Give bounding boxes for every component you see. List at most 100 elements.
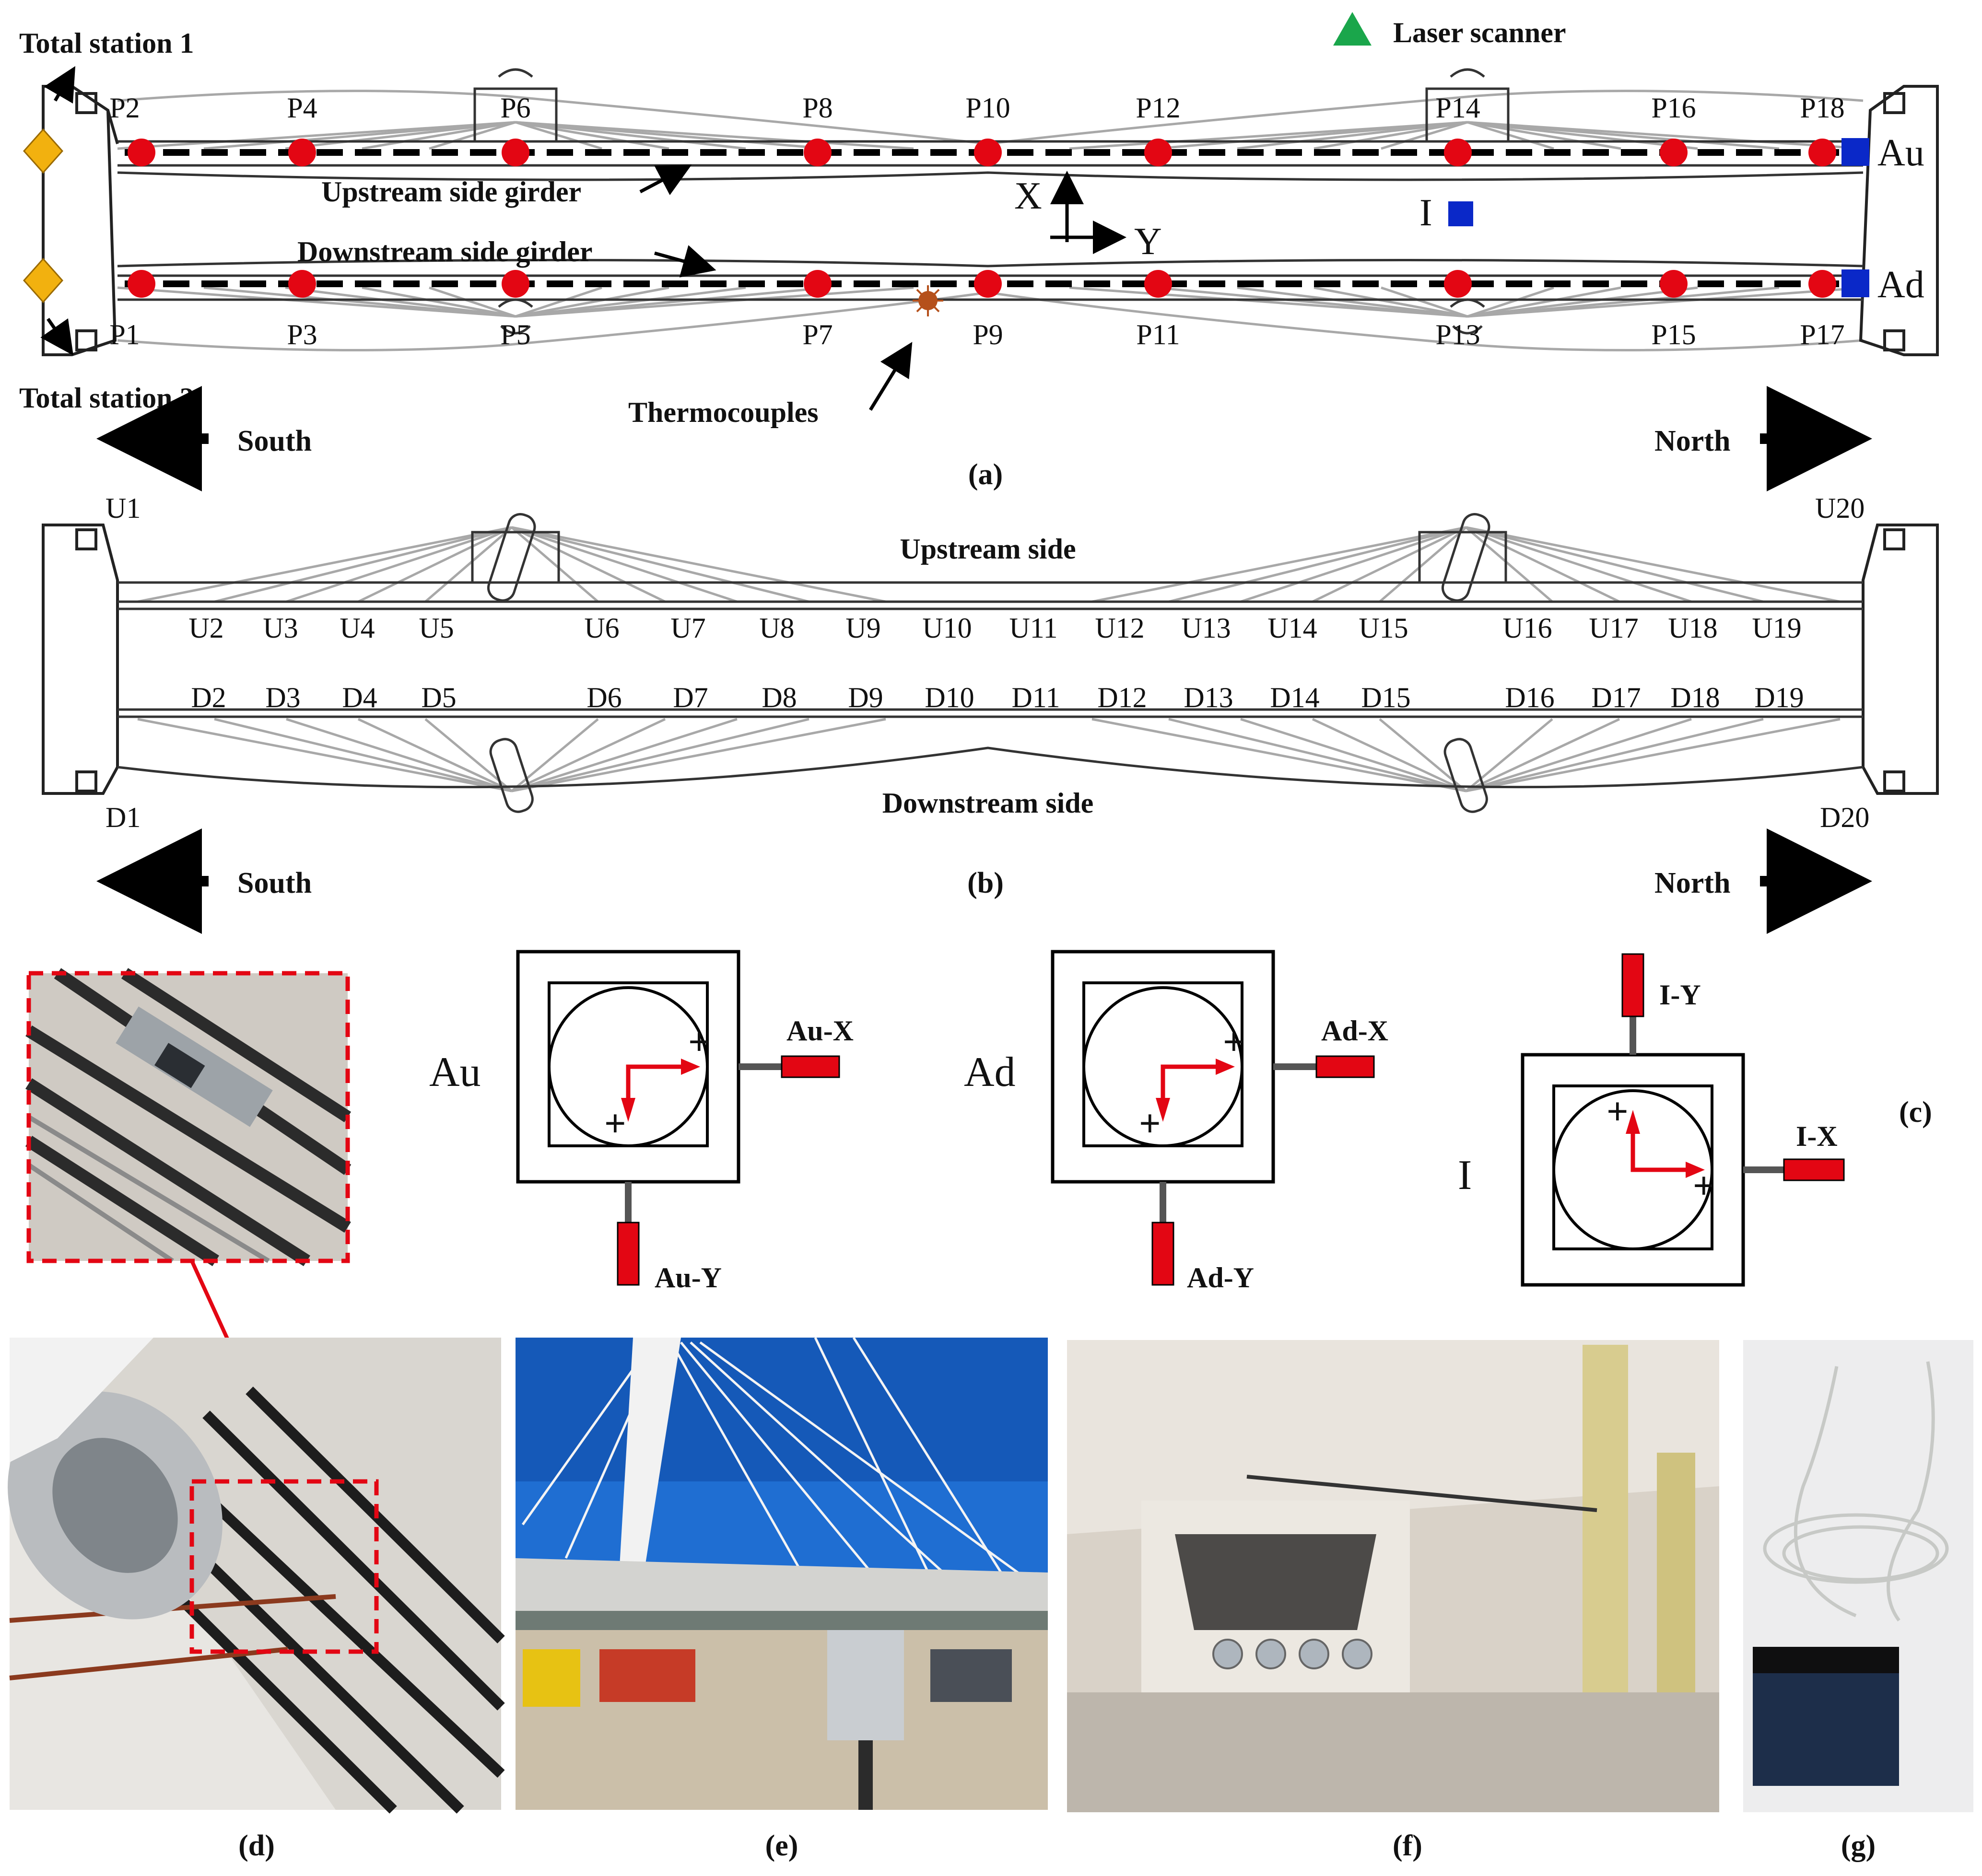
point-label-P3: P3 (287, 319, 317, 350)
caption-f: (f) (1393, 1829, 1422, 1862)
cable-a-bot-1075-5 (515, 286, 602, 318)
point-label-P12: P12 (1136, 92, 1180, 124)
point-label-U3: U3 (263, 612, 298, 644)
point-label-D18: D18 (1670, 682, 1720, 713)
cable-a-bot-1075-2 (285, 286, 516, 318)
cable-a-top-1075-9 (515, 121, 914, 150)
point-label-U8: U8 (759, 612, 794, 644)
cable-a-bot-3060-5 (1467, 286, 1554, 318)
i-y-label: I-Y (1659, 979, 1701, 1011)
cable-b-bot-1067-7 (511, 718, 738, 792)
cable-b-top-3057-1 (1168, 526, 1466, 603)
i-title: I (1458, 1152, 1472, 1199)
cable-a-edge-2 (987, 90, 1864, 145)
targets-top (128, 139, 1836, 166)
cable-a-top-1075-4 (429, 121, 516, 150)
bearing-ad-label: Ad (1877, 264, 1924, 306)
cable-b-top-1067-6 (511, 526, 666, 603)
cable-b-bot-3057-4 (1379, 718, 1467, 792)
ad-title: Ad (964, 1049, 1016, 1095)
cable-b-top-3057-5 (1465, 526, 1553, 603)
point-label-P8: P8 (802, 92, 833, 124)
point-label-U15: U15 (1359, 612, 1408, 644)
point-label-P7: P7 (802, 319, 833, 350)
pylon-south-a (473, 68, 558, 335)
total-station-1-arrow (44, 66, 76, 104)
point-label-U7: U7 (670, 612, 705, 644)
caption-c: (c) (1899, 1096, 1932, 1129)
pylon-north-b (1418, 513, 1507, 813)
caption-e: (e) (765, 1829, 798, 1862)
cable-b-bot-1067-3 (357, 718, 513, 792)
cable-b-top-1067-0 (137, 526, 512, 603)
u20-label: U20 (1815, 492, 1865, 524)
cable-b-bot-3057-3 (1312, 718, 1467, 792)
laser-scanner-marker (1333, 12, 1372, 46)
inclinometer-detail: + + I-X I-Y I (1458, 953, 1845, 1287)
caption-g: (g) (1841, 1829, 1876, 1862)
photo-f (1067, 1340, 1719, 1812)
cable-b-top-1067-4 (424, 526, 513, 603)
target-P15 (1660, 270, 1688, 298)
photo-g (1743, 1340, 1973, 1812)
cable-b-top-1067-1 (214, 526, 512, 603)
target-P5 (502, 270, 529, 298)
ad-y-label: Ad-Y (1187, 1262, 1254, 1293)
target-P11 (1144, 270, 1172, 298)
upstream-girder-arrow (639, 164, 692, 196)
total-station-1-marker (23, 128, 64, 174)
point-label-D19: D19 (1754, 682, 1804, 713)
photo-e (516, 1337, 1048, 1810)
cable-b-bot-3057-0 (1091, 718, 1466, 792)
point-label-D13: D13 (1184, 682, 1233, 713)
cable-b-top-1067-5 (511, 526, 599, 603)
cable-a-top-1075-6 (515, 121, 669, 150)
south-label-a: South (237, 425, 312, 457)
target-P9 (974, 270, 1002, 298)
point-label-D17: D17 (1591, 682, 1641, 713)
target-P4 (288, 139, 316, 166)
south-abutment-b (42, 524, 119, 795)
cable-a-top-1075-3 (362, 121, 516, 150)
inclinometer-marker (1448, 201, 1473, 226)
target-P14 (1444, 139, 1472, 166)
cable-a-top-1075-5 (515, 121, 602, 150)
cable-a-bot-3060-7 (1467, 286, 1698, 318)
cable-b-bot-1067-9 (511, 718, 886, 792)
ad-x-label: Ad-X (1321, 1015, 1388, 1047)
downstream-girder-label: Downstream side girder (297, 236, 592, 268)
point-label-U9: U9 (845, 612, 880, 644)
cable-a-top-3060-2 (1237, 121, 1468, 150)
point-label-D14: D14 (1270, 682, 1319, 713)
point-label-P5: P5 (500, 319, 530, 350)
north-abutment-a (1859, 85, 1939, 356)
target-P17 (1808, 270, 1836, 298)
cable-a-top-1075-0 (117, 121, 516, 150)
cable-b-bot-1067-8 (511, 718, 809, 792)
downstream-side-label: Downstream side (882, 787, 1094, 819)
cable-b-top-1067-8 (511, 526, 809, 603)
point-label-P1: P1 (109, 319, 140, 350)
target-P6 (502, 139, 529, 166)
d1-label: D1 (106, 802, 141, 833)
bearing-ad-marker (1841, 269, 1869, 297)
point-label-D8: D8 (762, 682, 797, 713)
au-x-label: Au-X (786, 1015, 854, 1047)
thermocouples-label: Thermocouples (628, 396, 819, 428)
target-P3 (288, 270, 316, 298)
au-title: Au (429, 1049, 481, 1095)
point-label-D9: D9 (848, 682, 883, 713)
point-label-D4: D4 (342, 682, 377, 713)
thermocouple-icon (913, 285, 943, 316)
north-label-b: North (1654, 867, 1730, 899)
cable-a-bot-3060-2 (1237, 286, 1468, 318)
cable-b-top-3057-4 (1379, 526, 1467, 603)
i-plus-x: + (1693, 1165, 1715, 1207)
cable-b-bot-3057-1 (1168, 718, 1466, 792)
north-abutment-b (1862, 524, 1939, 795)
cable-a-bot-1075-0 (117, 286, 516, 318)
cable-a-edge-1 (117, 90, 988, 145)
upstream-side-label: Upstream side (900, 533, 1076, 565)
cable-a-top-1075-1 (203, 121, 516, 150)
